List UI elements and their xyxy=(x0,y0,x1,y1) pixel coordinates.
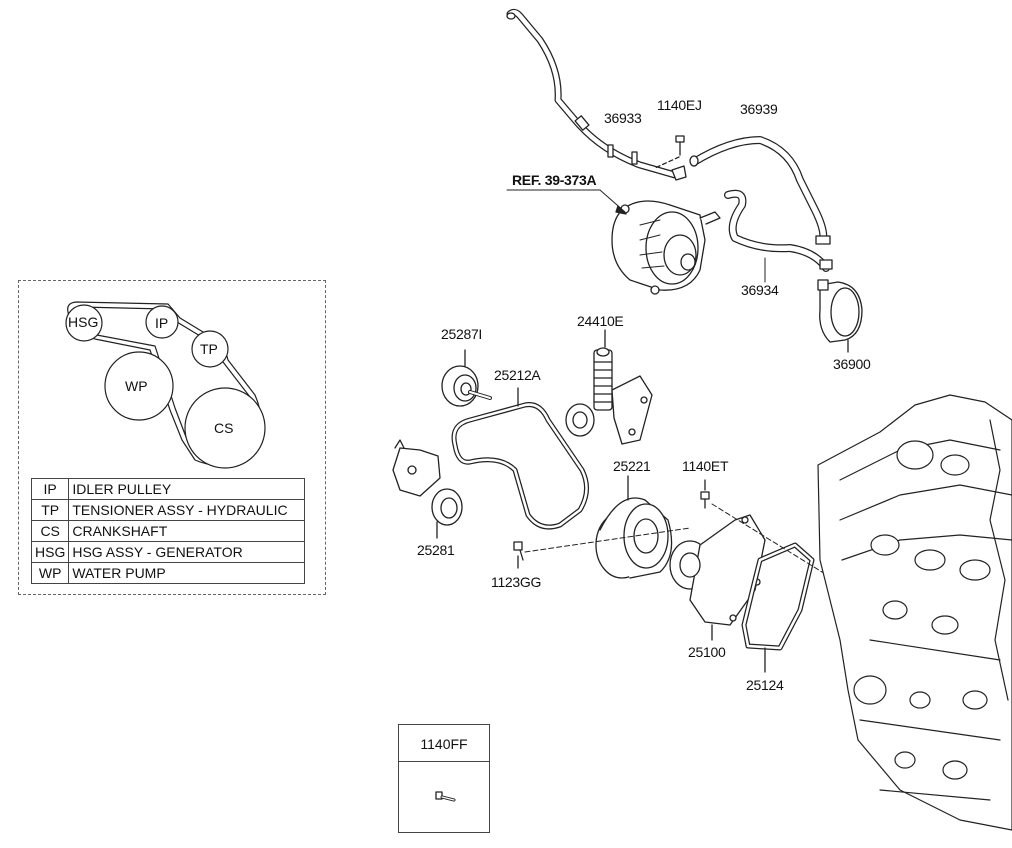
bolt-box-part-number[interactable]: 1140FF xyxy=(399,725,489,762)
label-25221[interactable]: 25221 xyxy=(613,458,651,474)
engine-block-drawing xyxy=(817,394,1012,831)
bolt-detail-box: 1140FF xyxy=(398,724,490,833)
legend-desc: IDLER PULLEY xyxy=(68,478,306,500)
label-25212a[interactable]: 25212A xyxy=(494,367,541,383)
legend-code: IP xyxy=(30,478,70,500)
label-25287i[interactable]: 25287I xyxy=(441,326,483,342)
hose-36933-drawing xyxy=(506,8,687,181)
circle-label-ip: IP xyxy=(155,315,169,331)
legend-desc: WATER PUMP xyxy=(68,562,306,584)
legend-code: TP xyxy=(30,499,70,521)
table-row: CS CRANKSHAFT xyxy=(30,520,306,542)
belt-drawing xyxy=(451,387,589,530)
legend-desc: TENSIONER ASSY - HYDRAULIC xyxy=(68,499,306,521)
label-36934[interactable]: 36934 xyxy=(741,282,779,298)
belt-layout-box xyxy=(18,280,326,595)
circle-label-tp: TP xyxy=(200,341,218,357)
label-1123gg[interactable]: 1123GG xyxy=(491,574,542,590)
pulley-25221-drawing xyxy=(595,475,673,579)
label-36939[interactable]: 36939 xyxy=(740,101,778,117)
belt-routing-diagram xyxy=(65,301,266,469)
bolt-1123gg-drawing xyxy=(513,527,691,569)
bolt-1140ff-drawing xyxy=(435,791,456,802)
circle-label-wp: WP xyxy=(125,378,148,394)
label-1140ej[interactable]: 1140EJ xyxy=(657,97,702,113)
legend-desc: HSG ASSY - GENERATOR xyxy=(68,541,306,563)
legend-code: WP xyxy=(30,562,70,584)
bolt-1140ej-drawing xyxy=(654,135,685,169)
water-pump-drawing xyxy=(669,514,766,641)
label-36933[interactable]: 36933 xyxy=(604,110,642,126)
tensioner-drawing xyxy=(565,329,653,445)
legend-code: CS xyxy=(30,520,70,542)
label-25100[interactable]: 25100 xyxy=(688,644,726,660)
hose-36934-drawing xyxy=(724,189,833,272)
legend-table: IP IDLER PULLEY TP TENSIONER ASSY - HYDR… xyxy=(30,478,306,584)
table-row: WP WATER PUMP xyxy=(30,562,306,584)
circle-label-cs: CS xyxy=(214,420,234,436)
hose-36939-drawing xyxy=(689,136,831,245)
label-25124[interactable]: 25124 xyxy=(746,677,784,693)
label-25281[interactable]: 25281 xyxy=(417,542,455,558)
bolt-1140et-drawing xyxy=(700,479,836,581)
table-row: HSG HSG ASSY - GENERATOR xyxy=(30,541,306,563)
legend-desc: CRANKSHAFT xyxy=(68,520,306,542)
tensioner-25281-drawing xyxy=(392,439,463,539)
pump-36900-drawing xyxy=(817,279,863,353)
gasket-drawing xyxy=(741,542,815,673)
generator-drawing xyxy=(611,200,721,295)
label-36900[interactable]: 36900 xyxy=(833,356,871,372)
label-24410e[interactable]: 24410E xyxy=(577,313,624,329)
label-ref-39-373a[interactable]: REF. 39-373A xyxy=(512,172,597,188)
table-row: TP TENSIONER ASSY - HYDRAULIC xyxy=(30,499,306,521)
legend-code: HSG xyxy=(30,541,70,563)
label-1140et[interactable]: 1140ET xyxy=(682,458,729,474)
idler-pulley-drawing xyxy=(441,349,492,407)
table-row: IP IDLER PULLEY xyxy=(30,478,306,500)
circle-label-hsg: HSG xyxy=(68,314,99,330)
